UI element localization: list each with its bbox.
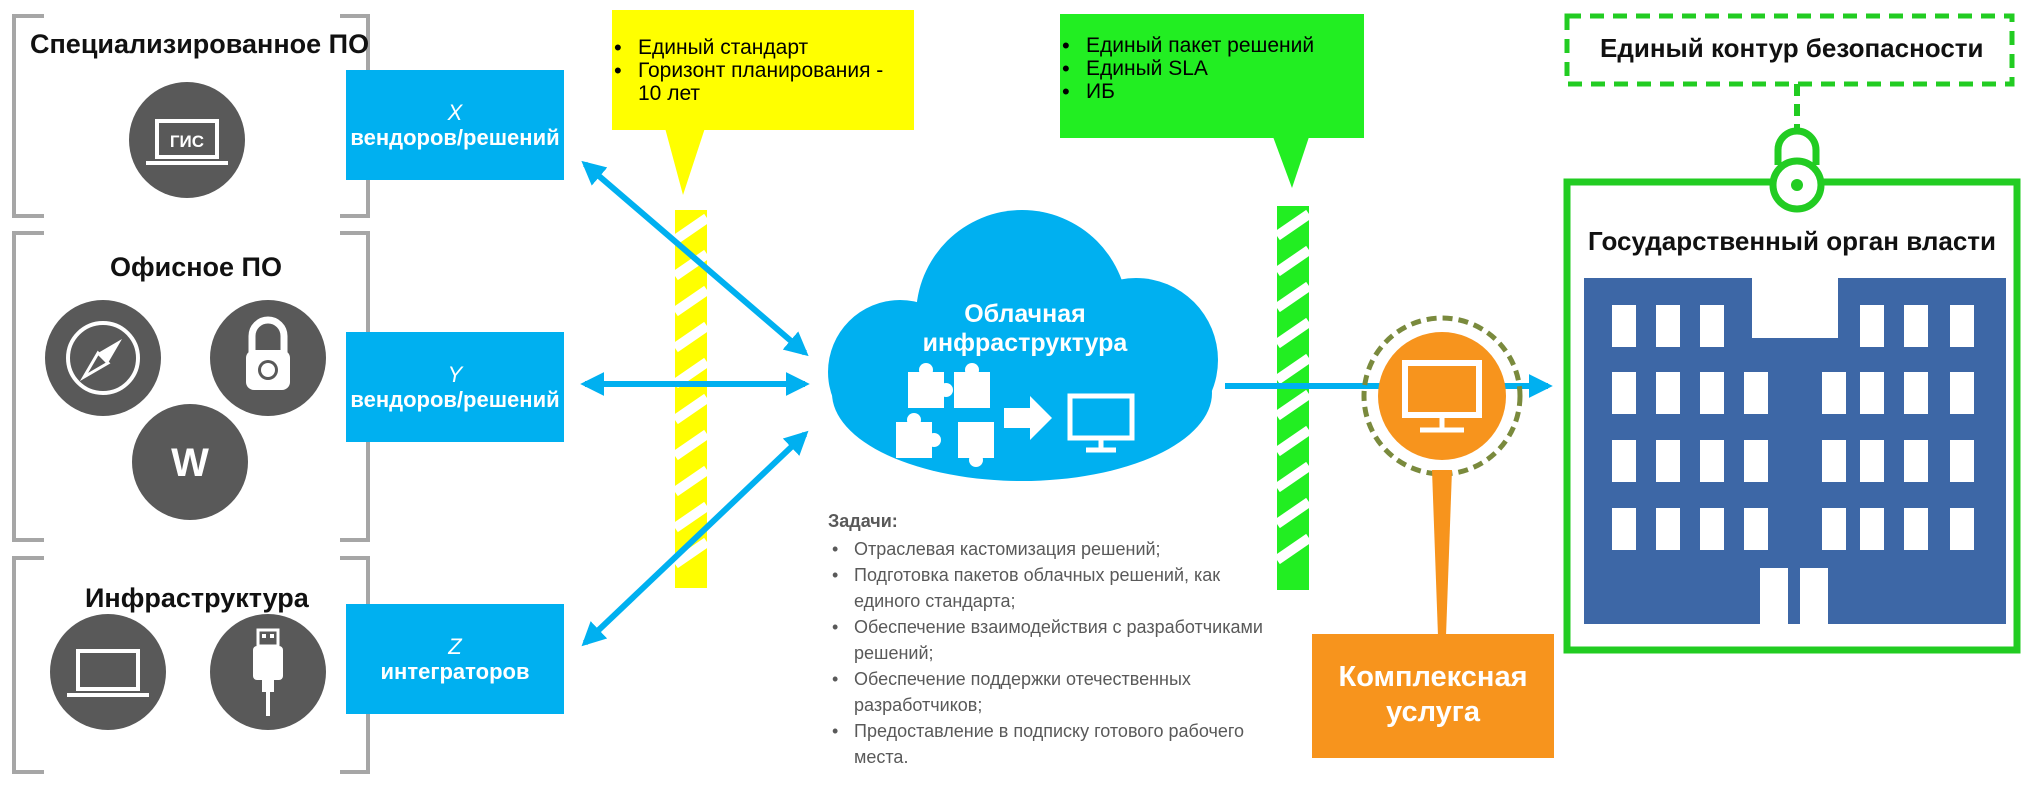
laptop-icon (50, 614, 166, 730)
yellow-note-item: Горизонт планирования - 10 лет (614, 59, 914, 105)
cloud-arrow-icon (1004, 396, 1052, 440)
usb-plug-icon (210, 614, 326, 730)
service-box (1312, 634, 1554, 758)
word-icon: W (132, 404, 248, 520)
green-hatched-bar (1274, 206, 1312, 590)
service-label: Комплексная услуга (1338, 661, 1528, 728)
word-icon-text: W (171, 441, 209, 485)
vendors-box-x: X вендоров/решений (346, 70, 564, 180)
group-title-office: Офисное ПО (110, 252, 282, 282)
task-item: Предоставление в подписку готового рабоч… (832, 718, 1268, 770)
integrators-box-z: Z интеграторов (346, 604, 564, 714)
government-building (1584, 276, 2006, 624)
vendors-box-x-var: X (447, 100, 463, 125)
security-contour-box (1564, 13, 2015, 87)
integrators-box-z-var: Z (448, 634, 462, 659)
arrow-x (581, 160, 809, 357)
task-item: Обеспечение взаимодействия с разработчик… (832, 614, 1268, 666)
task-item: Отраслевая кастомизация решений; (832, 536, 1268, 562)
green-note: Единый пакет решений Единый SLA ИБ (1060, 14, 1364, 138)
gis-icon-text: ГИС (170, 132, 204, 151)
vendors-box-x-text: вендоров/решений (350, 125, 560, 150)
group-title-specialized: Специализированное ПО (30, 29, 370, 59)
lock-icon (210, 300, 326, 416)
security-lock-icon (1769, 127, 1825, 213)
yellow-note-item: Единый стандарт (614, 36, 914, 59)
green-note-item: Единый SLA (1062, 57, 1364, 80)
cloud-title: Облачная инфраструктура (922, 300, 1128, 357)
green-callout-pointer (1272, 134, 1310, 188)
compass-icon (45, 300, 161, 416)
arrow-z (581, 430, 809, 647)
security-contour-title: Единый контур безопасности (1600, 33, 1984, 63)
task-item: Подготовка пакетов облачных решений, как… (832, 562, 1268, 614)
puzzle-icon (896, 363, 994, 467)
green-note-item: ИБ (1062, 80, 1364, 103)
green-note-item: Единый пакет решений (1062, 34, 1364, 57)
vendors-box-y-var: Y (447, 362, 463, 387)
government-title: Государственный орган власти (1588, 226, 1996, 256)
task-item: Обеспечение поддержки отечественных разр… (832, 666, 1268, 718)
tasks-heading: Задачи: (828, 511, 898, 531)
tasks-list: Задачи: Отраслевая кастомизация решений;… (828, 508, 1268, 770)
vendors-box-y-text: вендоров/решений (350, 387, 560, 412)
gis-laptop-icon: ГИС (129, 82, 245, 198)
yellow-callout-pointer (665, 128, 705, 195)
integrators-box-z-text: интеграторов (380, 659, 530, 684)
group-title-infrastructure: Инфраструктура (85, 583, 309, 613)
service-circle (1361, 315, 1523, 477)
monitor-icon (1067, 393, 1135, 453)
yellow-note: Единый стандарт Горизонт планирования - … (612, 10, 914, 130)
vendors-box-y: Y вендоров/решений (346, 332, 564, 442)
service-connector (1432, 470, 1452, 636)
